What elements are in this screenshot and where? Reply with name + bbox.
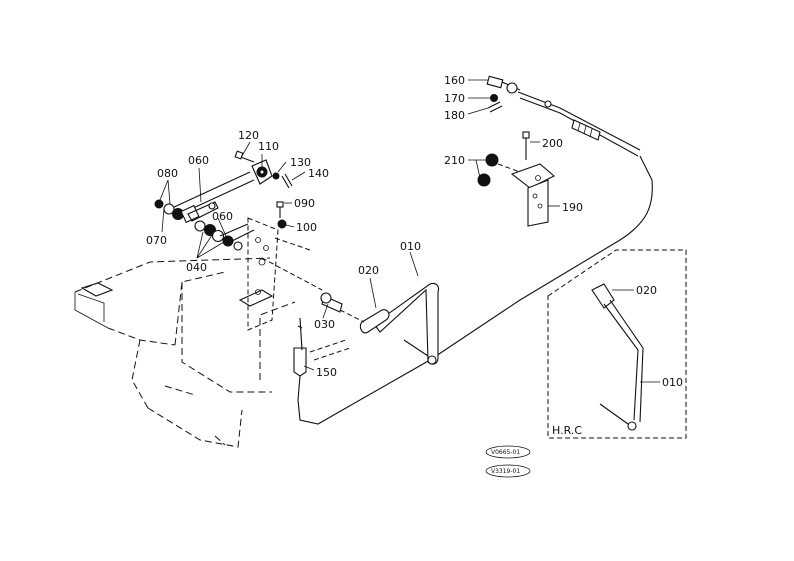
hrc-inset bbox=[547, 249, 687, 439]
callout-070: 070 bbox=[146, 234, 167, 247]
callout-170: 170 bbox=[444, 92, 465, 105]
callout-120: 120 bbox=[238, 129, 259, 142]
callout-160: 160 bbox=[444, 74, 465, 87]
throttle-cable bbox=[293, 155, 653, 425]
reference-stamps: V0665-01 V3319-01 bbox=[485, 445, 531, 478]
stamp-v0665: V0665-01 bbox=[491, 449, 520, 456]
callout-020: 020 bbox=[358, 264, 379, 277]
stamp-v3319: V3319-01 bbox=[491, 468, 520, 475]
callout-080: 080 bbox=[157, 167, 178, 180]
callout-090: 090 bbox=[294, 197, 315, 210]
tractor-body-outline bbox=[74, 257, 296, 448]
callout-190: 190 bbox=[562, 201, 583, 214]
callout-labels: 160 170 180 200 210 190 120 110 130 140 … bbox=[146, 74, 683, 437]
callout-060-upper: 060 bbox=[188, 154, 209, 167]
callout-200: 200 bbox=[542, 137, 563, 150]
callout-130: 130 bbox=[290, 156, 311, 169]
cable-upper-end bbox=[477, 75, 641, 227]
pedal-bracket bbox=[238, 217, 323, 331]
callout-110: 110 bbox=[258, 140, 279, 153]
hrc-callout-010: 010 bbox=[662, 376, 683, 389]
hrc-label: H.R.C bbox=[552, 424, 582, 437]
pivot-pin-assembly bbox=[154, 150, 293, 251]
callout-150: 150 bbox=[316, 366, 337, 379]
leader-lines bbox=[159, 79, 660, 383]
callout-030: 030 bbox=[314, 318, 335, 331]
stamp-oval-1 bbox=[485, 445, 531, 459]
callout-010: 010 bbox=[400, 240, 421, 253]
callout-060-lower: 060 bbox=[212, 210, 233, 223]
stamp-oval-2 bbox=[485, 464, 531, 478]
hrc-callout-020: 020 bbox=[636, 284, 657, 297]
callout-040: 040 bbox=[186, 261, 207, 274]
callout-140: 140 bbox=[308, 167, 329, 180]
main-hand-lever bbox=[320, 282, 440, 365]
callout-180: 180 bbox=[444, 109, 465, 122]
callout-100: 100 bbox=[296, 221, 317, 234]
callout-210: 210 bbox=[444, 154, 465, 167]
